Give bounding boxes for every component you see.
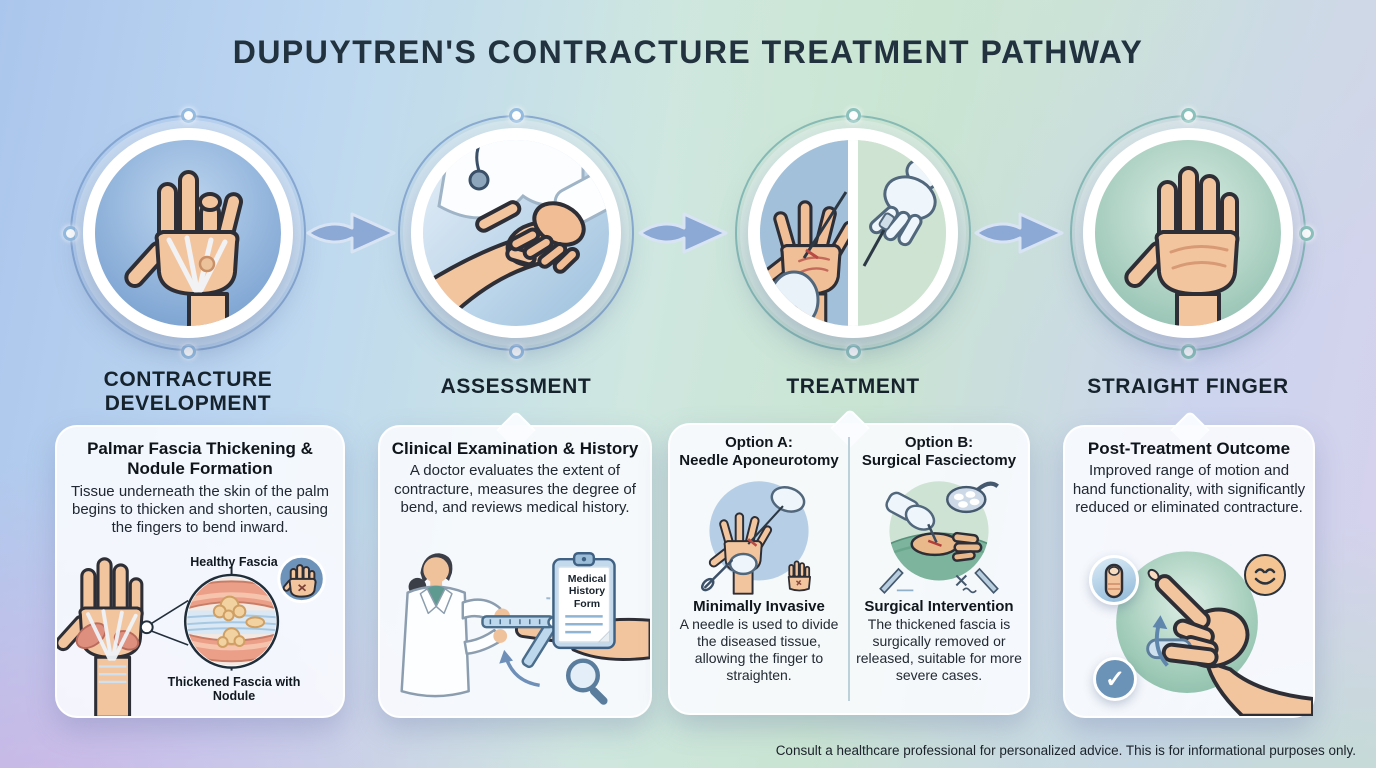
straight-hand-art: [1124, 166, 1240, 326]
option-a-line2: Needle Aponeurotomy: [679, 452, 839, 469]
ring-dot: [62, 225, 78, 241]
stage-label-assessment: ASSESSMENT: [440, 375, 592, 398]
stage-label-treatment: TREATMENT: [786, 375, 920, 398]
stage-label-straight-finger: STRAIGHT FINGER: [1087, 375, 1289, 398]
page-title: DUPUYTREN'S CONTRACTURE TREATMENT PATHWA…: [232, 34, 1144, 70]
option-a-heading: Option A: Needle Aponeurotomy: [676, 434, 842, 470]
stage-circle-treatment: [733, 107, 973, 359]
stage-circle-contracture: [62, 107, 308, 359]
hand-examination-art: [423, 140, 609, 326]
ring-dot: [1180, 107, 1196, 123]
ring-dot: [1298, 225, 1314, 241]
card-title: Post-Treatment Outcome: [1087, 439, 1291, 458]
surgical-fasciectomy-art: [879, 481, 999, 595]
treatment-split-illustration: [760, 140, 946, 326]
card-body: Tissue underneath the skin of the palm b…: [71, 482, 329, 537]
treatment-split-art: [760, 140, 946, 326]
card-title: Clinical Examination & History: [391, 439, 639, 458]
ring-dot: [508, 107, 524, 123]
card-body: Improved range of motion and hand functi…: [1072, 462, 1306, 516]
arrow-right-icon: [306, 205, 398, 261]
option-b-line2: Surgical Fasciectomy: [861, 452, 1017, 469]
option-b-heading: Option B: Surgical Fasciectomy: [856, 434, 1022, 470]
option-a-line1: Option A:: [725, 434, 793, 451]
arrow-right-icon: [974, 205, 1066, 261]
ring-dot: [180, 107, 196, 123]
treatment-option-a: Option A: Needle Aponeurotomy: [670, 425, 848, 713]
option-a-subtitle: Minimally Invasive: [693, 598, 825, 615]
straight-hand-illustration: [1095, 140, 1281, 326]
stage-circle-assessment: [396, 107, 636, 359]
ring-dot: [845, 343, 861, 359]
label-healthy-fascia: Healthy Fascia: [190, 555, 278, 569]
stage-label-contracture-development: CONTRACTURE DEVELOPMENT: [103, 368, 273, 416]
ring-dot: [508, 343, 524, 359]
straight-finger-icon: [1089, 555, 1139, 605]
ring-dot: [845, 107, 861, 123]
disclaimer-text: Consult a healthcare professional for pe…: [775, 743, 1356, 758]
ring-dot: [180, 343, 196, 359]
option-a-body: A needle is used to divide the diseased …: [679, 616, 839, 684]
ring-dot: [1180, 343, 1196, 359]
card-body: A doctor evaluates the extent of contrac…: [394, 462, 636, 516]
checkmark-icon: ✓: [1093, 657, 1137, 701]
smiley-face-icon: [1244, 554, 1286, 596]
card-treatment: Option A: Needle Aponeurotomy: [668, 423, 1030, 715]
contracted-hand-illustration: [95, 140, 281, 326]
contracted-hand-art: [124, 170, 244, 326]
option-b-line1: Option B:: [904, 434, 974, 451]
arrow-right-icon: [638, 205, 730, 261]
card-post-treatment-outcome: Post-Treatment Outcome Improved range of…: [1063, 425, 1315, 718]
stage-circle-straight-finger: [1068, 107, 1314, 359]
card-assessment: Clinical Examination & History A doctor …: [378, 425, 652, 718]
checkmark-glyph: ✓: [1104, 665, 1126, 693]
hand-examination-illustration: [423, 140, 609, 326]
label-thickened-fascia: Thickened Fascia with Nodule: [167, 675, 301, 703]
option-b-subtitle: Surgical Intervention: [864, 598, 1014, 615]
option-b-body: The thickened fascia is surgically remov…: [856, 616, 1022, 684]
options-divider: [848, 437, 850, 701]
card-title: Palmar Fascia Thickening & Nodule Format…: [87, 439, 313, 479]
needle-aponeurotomy-art: [700, 481, 811, 595]
card-contracture-development: Palmar Fascia Thickening & Nodule Format…: [55, 425, 345, 718]
clipboard-label: Medical History Form: [567, 573, 607, 610]
treatment-option-b: Option B: Surgical Fasciectomy: [850, 425, 1028, 713]
